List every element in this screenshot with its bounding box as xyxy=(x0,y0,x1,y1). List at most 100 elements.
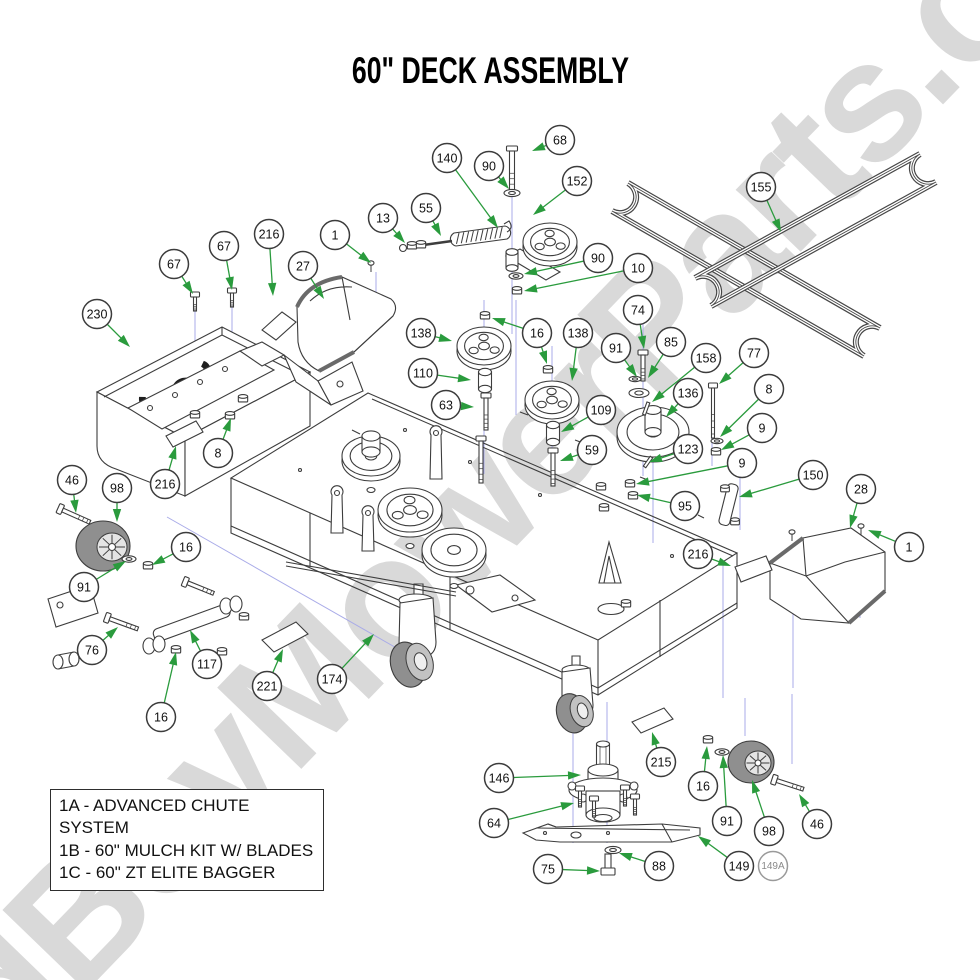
callout-98[interactable]: 98 xyxy=(101,472,133,504)
callout-158[interactable]: 158 xyxy=(690,342,722,374)
svg-text:216: 216 xyxy=(259,228,280,242)
callout-91[interactable]: 91 xyxy=(68,571,100,603)
svg-text:90: 90 xyxy=(482,160,496,174)
callout-138[interactable]: 138 xyxy=(405,317,437,349)
svg-text:98: 98 xyxy=(110,482,124,496)
callout-109[interactable]: 109 xyxy=(585,394,617,426)
svg-text:46: 46 xyxy=(65,474,79,488)
callout-123[interactable]: 123 xyxy=(672,433,704,465)
callout-140[interactable]: 140 xyxy=(431,142,463,174)
callout-68[interactable]: 68 xyxy=(544,124,576,156)
callout-59[interactable]: 59 xyxy=(576,434,608,466)
callout-55[interactable]: 55 xyxy=(410,192,442,224)
leader-arrow-icon xyxy=(497,176,509,189)
svg-text:230: 230 xyxy=(87,308,108,322)
callout-90[interactable]: 90 xyxy=(473,150,505,182)
callout-174[interactable]: 174 xyxy=(316,663,348,695)
callout-46[interactable]: 46 xyxy=(801,808,833,840)
callout-77[interactable]: 77 xyxy=(738,337,770,369)
leader-arrow-icon xyxy=(666,404,678,417)
callout-64[interactable]: 64 xyxy=(478,807,510,839)
svg-text:63: 63 xyxy=(439,399,453,413)
callout-16[interactable]: 16 xyxy=(170,531,202,563)
svg-text:140: 140 xyxy=(437,152,458,166)
callout-150[interactable]: 150 xyxy=(797,459,829,491)
callout-16[interactable]: 16 xyxy=(521,317,553,349)
callout-16[interactable]: 16 xyxy=(145,701,177,733)
callout-95[interactable]: 95 xyxy=(669,490,701,522)
svg-text:216: 216 xyxy=(688,548,709,562)
callout-110[interactable]: 110 xyxy=(407,357,439,389)
svg-text:77: 77 xyxy=(747,347,761,361)
leader-arrow-icon xyxy=(701,746,710,760)
callout-221[interactable]: 221 xyxy=(251,670,283,702)
link-bracket xyxy=(718,483,739,527)
callout-27[interactable]: 27 xyxy=(287,250,319,282)
callout-67[interactable]: 67 xyxy=(208,230,240,262)
leader-arrow-icon xyxy=(460,401,474,411)
leader-arrow-icon xyxy=(152,555,166,565)
leader-arrow-icon xyxy=(182,280,193,294)
callout-10[interactable]: 10 xyxy=(622,252,654,284)
callout-9[interactable]: 9 xyxy=(726,447,758,479)
leader-arrow-icon xyxy=(222,418,231,432)
leader-arrow-icon xyxy=(739,489,753,498)
callout-67[interactable]: 67 xyxy=(158,248,190,280)
svg-text:16: 16 xyxy=(154,711,168,725)
callout-91[interactable]: 91 xyxy=(600,332,632,364)
leader-arrow-icon xyxy=(721,440,735,450)
leader-arrow-icon xyxy=(362,634,374,647)
page-title: 60" DECK ASSEMBLY xyxy=(351,50,629,91)
callout-76[interactable]: 76 xyxy=(76,634,108,666)
leader-arrow-icon xyxy=(105,627,118,639)
callout-146[interactable]: 146 xyxy=(483,762,515,794)
callout-152[interactable]: 152 xyxy=(561,165,593,197)
callout-88[interactable]: 88 xyxy=(643,850,675,882)
callout-98[interactable]: 98 xyxy=(753,815,785,847)
svg-text:10: 10 xyxy=(631,262,645,276)
callout-216[interactable]: 216 xyxy=(682,538,714,570)
callout-230[interactable]: 230 xyxy=(81,298,113,330)
hardware-parts xyxy=(55,145,865,876)
leader-arrow-icon xyxy=(273,649,283,663)
svg-text:27: 27 xyxy=(296,260,310,274)
callout-216[interactable]: 216 xyxy=(253,218,285,250)
svg-text:16: 16 xyxy=(530,327,544,341)
idler-spring xyxy=(398,220,512,253)
callout-16[interactable]: 16 xyxy=(687,770,719,802)
callout-85[interactable]: 85 xyxy=(655,326,687,358)
callout-90[interactable]: 90 xyxy=(582,242,614,274)
svg-text:85: 85 xyxy=(664,336,678,350)
callout-9[interactable]: 9 xyxy=(746,412,778,444)
svg-text:91: 91 xyxy=(609,342,623,356)
leader-arrow-icon xyxy=(637,493,651,502)
callout-215[interactable]: 215 xyxy=(645,746,677,778)
leader-arrow-icon xyxy=(719,372,732,384)
leader-arrow-icon xyxy=(649,453,663,462)
leader-arrow-icon xyxy=(648,364,659,378)
callout-46[interactable]: 46 xyxy=(56,464,88,496)
leader-arrow-icon xyxy=(225,276,234,290)
callout-13[interactable]: 13 xyxy=(367,202,399,234)
callout-1[interactable]: 1 xyxy=(893,531,925,563)
svg-text:8: 8 xyxy=(215,447,222,461)
callout-75[interactable]: 75 xyxy=(532,853,564,885)
mount-plate xyxy=(126,341,364,430)
callout-91[interactable]: 91 xyxy=(711,805,743,837)
callout-8[interactable]: 8 xyxy=(753,373,785,405)
callout-136[interactable]: 136 xyxy=(672,377,704,409)
callout-8[interactable]: 8 xyxy=(202,437,234,469)
callout-155[interactable]: 155 xyxy=(745,171,777,203)
svg-text:109: 109 xyxy=(591,404,612,418)
callout-138[interactable]: 138 xyxy=(562,317,594,349)
callout-1[interactable]: 1 xyxy=(319,219,351,251)
callout-28[interactable]: 28 xyxy=(845,473,877,505)
svg-text:28: 28 xyxy=(854,483,868,497)
callout-63[interactable]: 63 xyxy=(430,389,462,421)
callout-149A[interactable]: 149A xyxy=(757,850,789,882)
callout-117[interactable]: 117 xyxy=(191,648,223,680)
callout-149[interactable]: 149 xyxy=(723,850,755,882)
leader-arrow-icon xyxy=(567,771,581,780)
callout-216[interactable]: 216 xyxy=(149,468,181,500)
callout-74[interactable]: 74 xyxy=(622,294,654,326)
